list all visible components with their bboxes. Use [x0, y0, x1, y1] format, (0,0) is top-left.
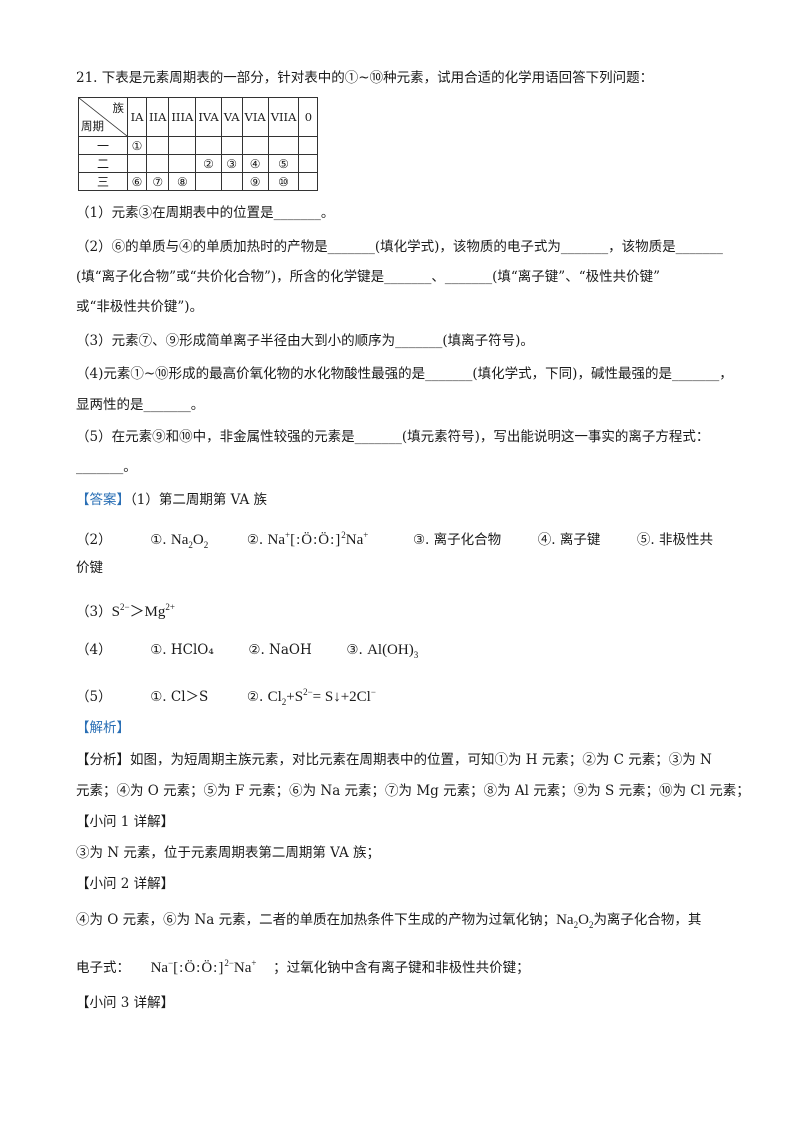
- diagonal-line: [79, 98, 127, 136]
- question-5-line-2: _______。: [76, 459, 137, 475]
- table-cell: ③: [220, 154, 243, 173]
- table-cell: [298, 154, 319, 173]
- group-header: IVA: [195, 97, 222, 137]
- table-cell: [298, 136, 319, 155]
- table-cell: ⑨: [241, 172, 269, 191]
- answer-2-label-1: ①.: [150, 532, 167, 548]
- table-cell: [127, 154, 147, 173]
- sub-question-1-tag: 【小问 1 详解】: [76, 814, 175, 830]
- answer-line-5: （5） ①. Cl＞S ②. Cl2+S2−= S↓+2Cl−: [76, 687, 376, 707]
- table-row: 一 ①: [78, 136, 319, 155]
- table-cell: ①: [127, 136, 147, 155]
- sub-question-2-line-1: ④为 O 元素，⑥为 Na 元素，二者的单质在加热条件下生成的产物为过氧化钠；N…: [76, 912, 702, 930]
- question-4-line-1: （4)元素①~⑩形成的最高价氧化物的水化物酸性最强的是_______(填化学式，…: [76, 366, 733, 382]
- table-cell: [145, 154, 170, 173]
- formula-na2o2-inline: Na2O2: [556, 912, 594, 930]
- answer-2-4: ④. 离子键: [537, 532, 601, 548]
- formula-na2o2: Na2O2: [170, 532, 209, 550]
- ionic-equation: Cl2+S2−= S↓+2Cl−: [267, 687, 376, 707]
- table-cell: [241, 136, 269, 155]
- sub-question-3-tag: 【小问 3 详解】: [76, 995, 175, 1011]
- analysis-tag: 【解析】: [76, 720, 130, 736]
- group-header: VIIA: [267, 97, 300, 137]
- answer-2-5: ⑤. 非极性共: [636, 532, 714, 548]
- electron-formula: Na+[:Ö:Ö:]2Na+: [267, 530, 369, 548]
- table-cell: [168, 154, 197, 173]
- table-cell: [195, 172, 222, 191]
- answer-2-continued: 价键: [76, 560, 103, 576]
- table-cell: ⑥: [127, 172, 147, 191]
- period-label: 一: [78, 136, 128, 155]
- table-cell: [267, 136, 300, 155]
- periodic-table: 族 周期 IA IIA IIIA IVA VA VIA VIIA 0 一 ① 二: [78, 97, 319, 191]
- table-cell: ②: [195, 154, 222, 173]
- electron-formula-inline: Na−[:Ö:Ö:]2−Na+: [150, 958, 257, 976]
- question-2-line-3: 或“非极性共价键”)。: [76, 299, 204, 315]
- question-1: （1）元素③在周期表中的位置是_______。: [76, 205, 335, 221]
- period-label: 二: [78, 154, 128, 173]
- table-cell: [195, 136, 222, 155]
- answer-line-3: （3）S2−＞Mg2+: [76, 602, 175, 620]
- table-cell: [298, 172, 319, 191]
- sub-question-1-text: ③为 N 元素，位于元素周期表第二周期第 VA 族；: [76, 845, 381, 861]
- answer-4-1: ①. HClO₄: [150, 642, 214, 658]
- question-5-line-1: （5）在元素⑨和⑩中，非金属性较强的元素是_______(填元素符号)，写出能说…: [76, 429, 710, 445]
- answer-tag: 【答案】: [76, 492, 130, 508]
- question-4-line-2: 显两性的是_______。: [76, 397, 205, 413]
- answer-line-4: （4） ①. HClO₄ ②. NaOH ③. Al(OH)3: [76, 642, 419, 660]
- group-header: IIA: [145, 97, 170, 137]
- table-cell: [168, 136, 197, 155]
- answer-4-2: ②. NaOH: [248, 642, 312, 658]
- corner-period-label: 周期: [81, 119, 104, 133]
- table-cell: ⑧: [168, 172, 197, 191]
- sub-question-2-line-2: 电子式： Na−[:Ö:Ö:]2−Na+ ；过氧化钠中含有离子键和非极性共价键；: [76, 958, 530, 976]
- group-header: VA: [220, 97, 243, 137]
- corner-group-label: 族: [112, 101, 125, 115]
- group-header: IA: [127, 97, 147, 137]
- table-cell: ④: [241, 154, 269, 173]
- ion-radius-order: S2−＞Mg2+: [111, 602, 175, 620]
- table-cell: [145, 136, 170, 155]
- answer-2-3: ③. 离子化合物: [412, 532, 502, 548]
- table-row: 三 ⑥ ⑦ ⑧ ⑨ ⑩: [78, 172, 319, 191]
- question-2-line-2: (填“离子化合物”或“共价化合物”)，所含的化学键是_______、______…: [76, 269, 661, 285]
- table-cell: ⑦: [145, 172, 170, 191]
- group-header: IIIA: [168, 97, 197, 137]
- period-label: 三: [78, 172, 128, 191]
- question-stem: 21. 下表是元素周期表的一部分，针对表中的①~⑩种元素，试用合适的化学用语回答…: [76, 70, 654, 86]
- analysis-line-1: 【分析】如图，为短周期主族元素，对比元素在周期表中的位置，可知①为 H 元素；②…: [76, 752, 712, 768]
- question-2-line-1: （2）⑥的单质与④的单质加热时的产物是_______(填化学式)，该物质的电子式…: [76, 239, 723, 255]
- table-row: 二 ② ③ ④ ⑤: [78, 154, 319, 173]
- table-corner-cell: 族 周期: [78, 97, 128, 137]
- answer-2-prefix: （2）: [76, 532, 112, 548]
- answer-2-label-2: ②.: [246, 532, 264, 548]
- group-header: VIA: [241, 97, 269, 137]
- table-cell: ⑩: [267, 172, 300, 191]
- formula-aloh3: Al(OH)3: [367, 642, 419, 660]
- table-cell: [220, 136, 243, 155]
- sub-question-2-tag: 【小问 2 详解】: [76, 876, 175, 892]
- answer-1: （1）第二周期第 VA 族: [130, 492, 268, 508]
- group-header: 0: [298, 97, 319, 137]
- table-cell: ⑤: [267, 154, 300, 173]
- answer-5-1: ①. Cl＞S: [150, 689, 209, 705]
- analysis-line-2: 元素；④为 O 元素；⑤为 F 元素；⑥为 Na 元素；⑦为 Mg 元素；⑧为 …: [76, 783, 750, 799]
- answer-line-2: （2） ①. Na2O2 ②. Na+[:Ö:Ö:]2Na+ ③. 离子化合物 …: [76, 525, 713, 555]
- answer-line-1: 【答案】（1）第二周期第 VA 族: [76, 490, 267, 510]
- table-cell: [220, 172, 243, 191]
- question-3: （3）元素⑦、⑨形成简单离子半径由大到小的顺序为_______(填离子符号)。: [76, 333, 534, 349]
